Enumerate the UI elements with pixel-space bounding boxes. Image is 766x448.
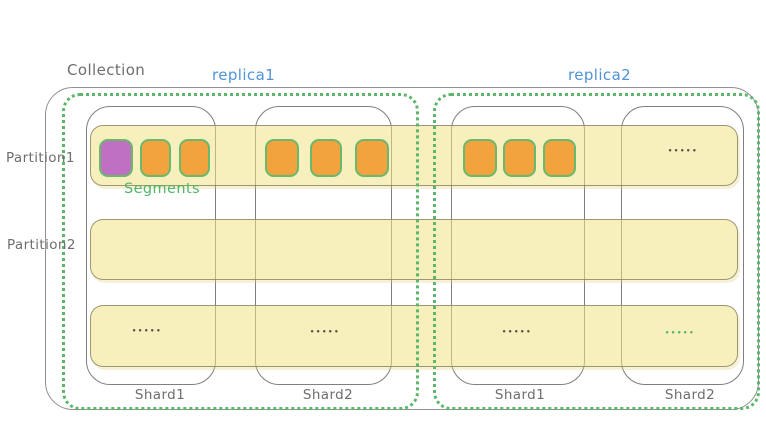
segment-orange — [543, 139, 576, 177]
replica1-shard2-label: Shard2 — [302, 387, 354, 403]
ellipsis-dots: ••••• — [667, 147, 699, 155]
partition2-label: Partition2 — [7, 237, 76, 253]
replica2-shard2-label: Shard2 — [664, 387, 716, 403]
segment-orange — [140, 139, 171, 177]
segment-orange — [179, 139, 210, 177]
segments-label: Segments — [124, 181, 201, 197]
segment-orange — [310, 139, 342, 177]
segment-orange — [463, 139, 497, 177]
replica1-shard1-label: Shard1 — [134, 387, 186, 403]
partition-more-band — [90, 305, 738, 367]
ellipsis-dots: ••••• — [131, 327, 163, 335]
replica2-region — [433, 93, 760, 410]
replica1-label: replica1 — [212, 66, 276, 84]
replica2-label: replica2 — [568, 66, 632, 84]
partition2-band — [90, 219, 738, 280]
replica2-shard1-label: Shard1 — [494, 387, 546, 403]
ellipsis-dots: ••••• — [501, 328, 533, 336]
ellipsis-dots-green: ••••• — [664, 329, 696, 337]
segment-orange — [355, 139, 389, 177]
collection-label: Collection — [67, 61, 146, 79]
ellipsis-dots: ••••• — [309, 328, 341, 336]
segment-purple — [99, 139, 133, 177]
partition1-label: Partition1 — [6, 150, 75, 166]
segment-orange — [503, 139, 536, 177]
replica1-region — [62, 93, 419, 410]
segment-orange — [265, 139, 299, 177]
